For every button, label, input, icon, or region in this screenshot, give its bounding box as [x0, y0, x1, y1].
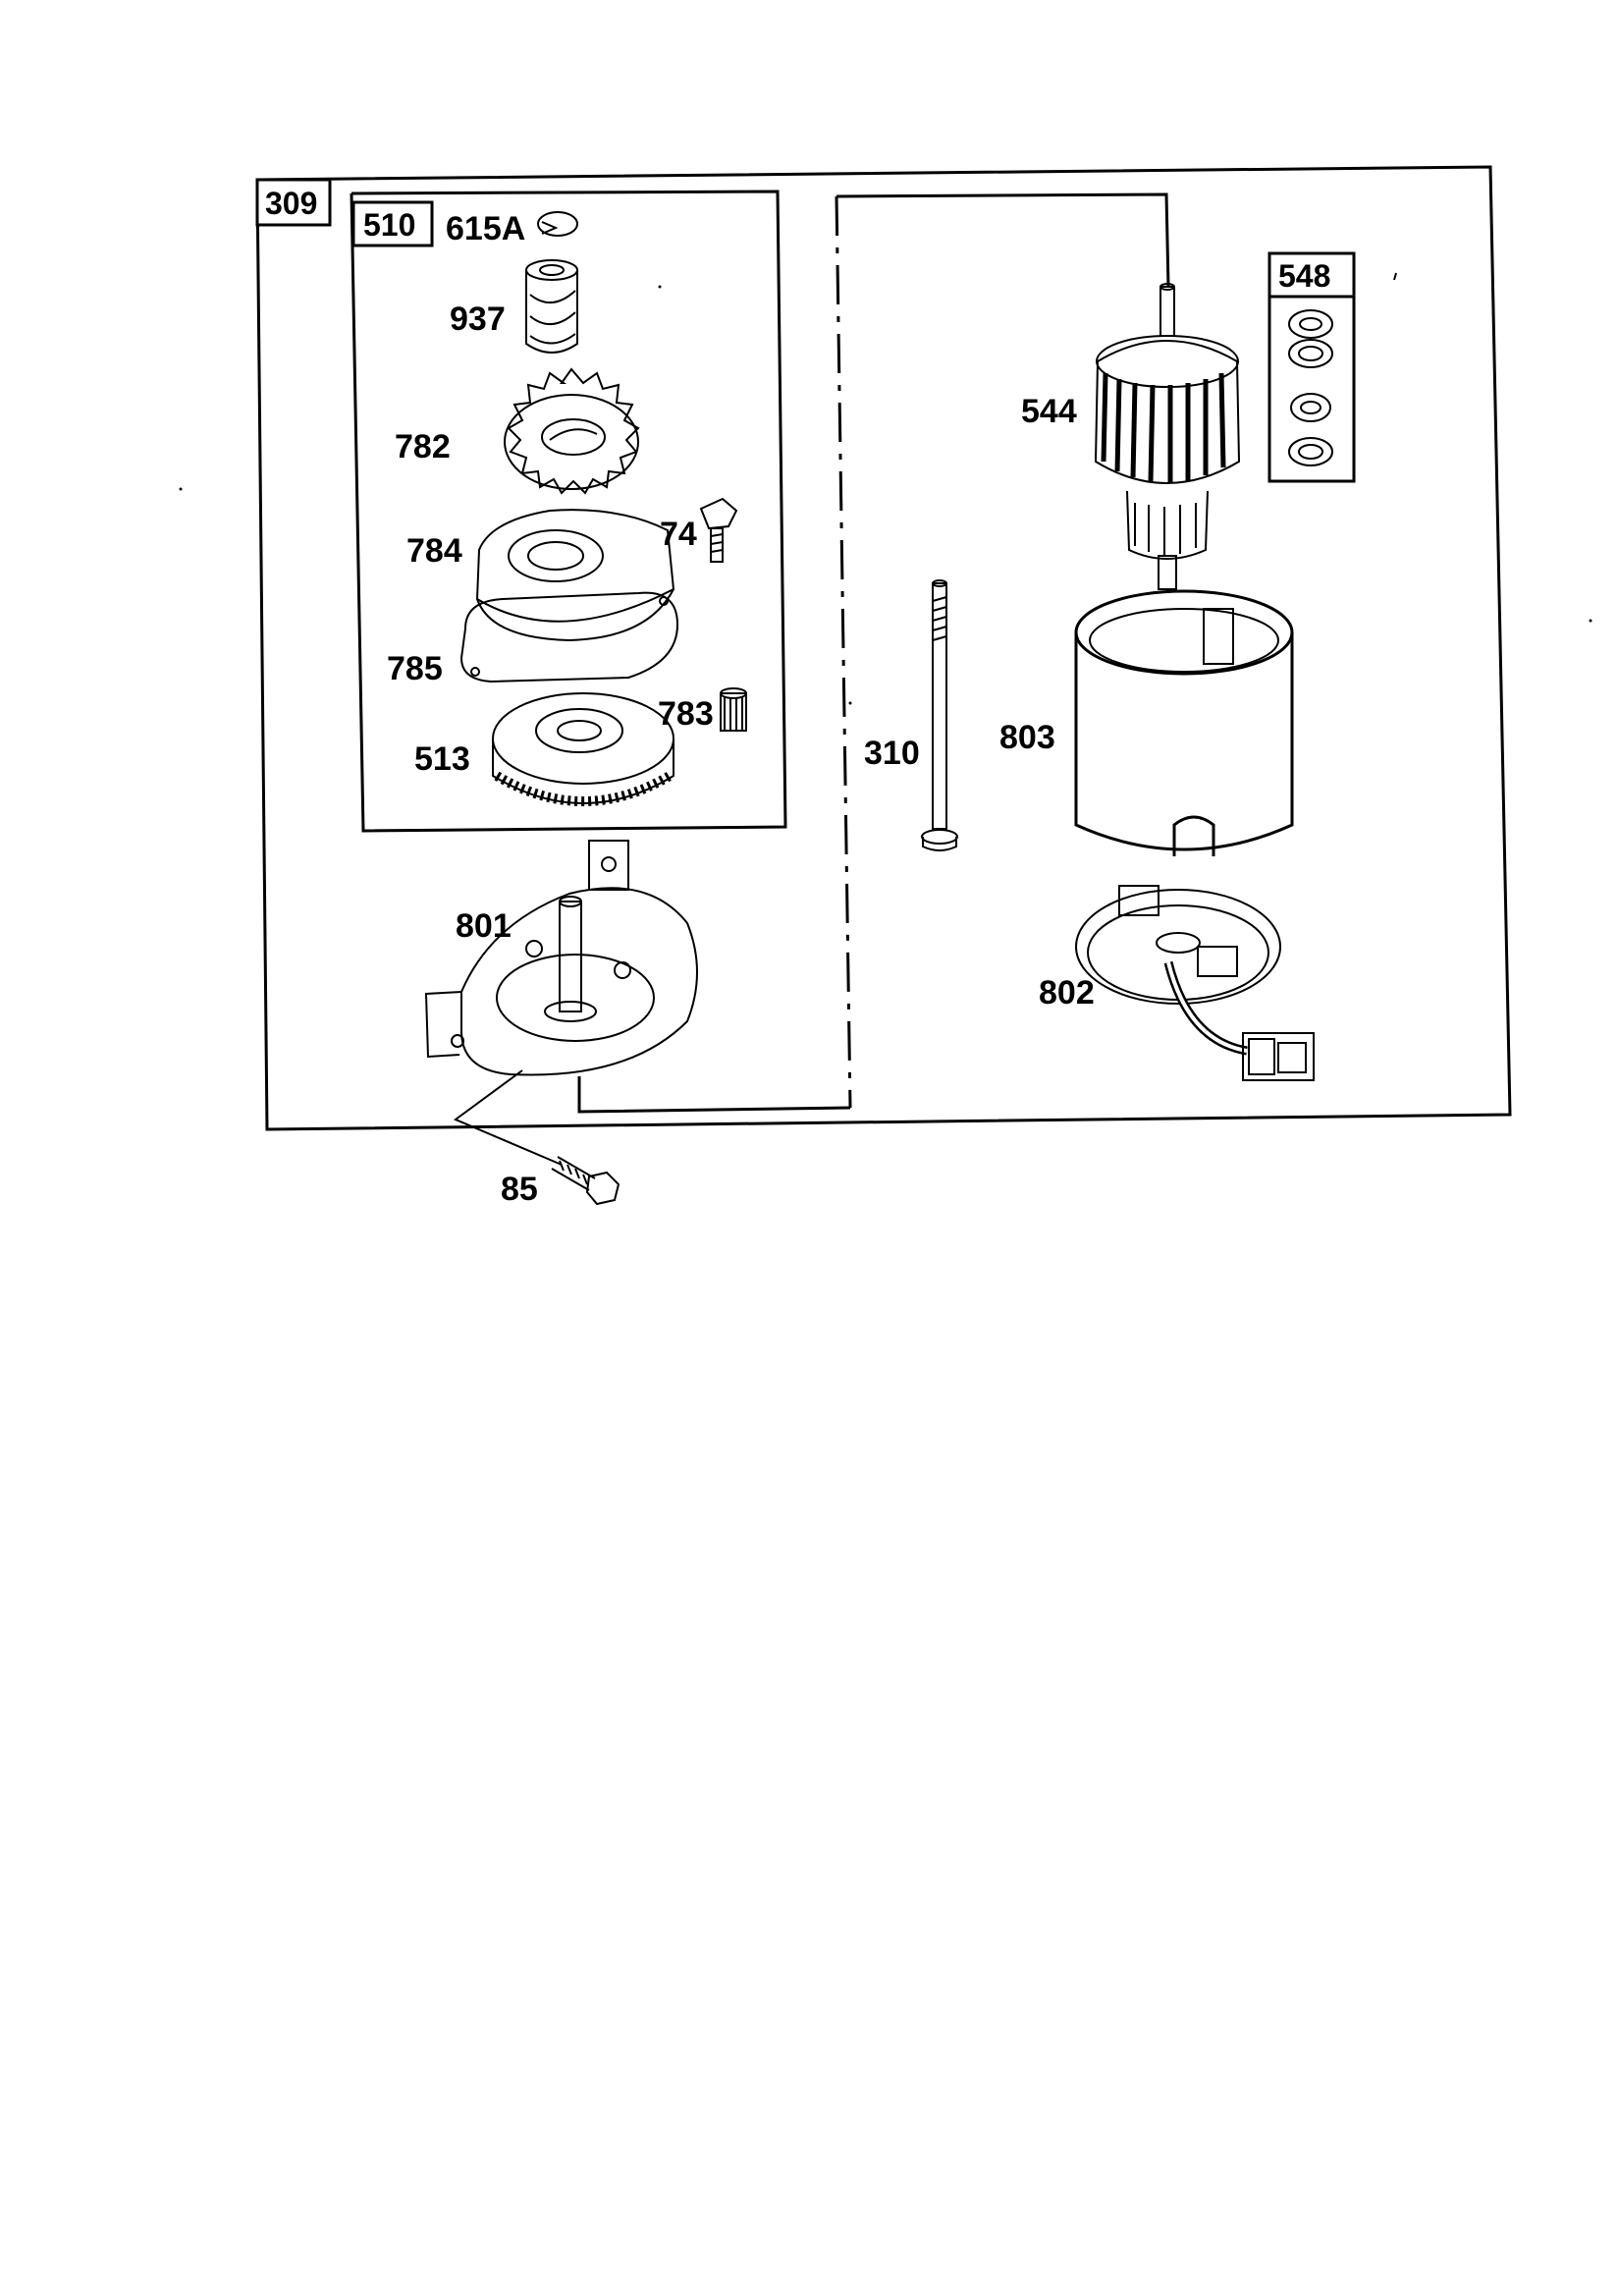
- part-label-85: 85: [501, 1171, 538, 1208]
- part-label-783: 783: [658, 695, 714, 733]
- kit-frame-510: 510: [350, 190, 787, 833]
- motor-housing-icon: [1074, 589, 1294, 856]
- washer-icon: [1288, 309, 1333, 466]
- armature-icon: [1094, 283, 1241, 590]
- brush-plate-icon: [1075, 885, 1315, 1081]
- scan-marks: [179, 285, 1592, 705]
- connector-lines: [577, 192, 1397, 1114]
- part-label-937: 937: [450, 301, 506, 338]
- bolt-icon: [453, 1069, 620, 1206]
- through-bolt-icon: [921, 579, 958, 851]
- part-label-513: 513: [414, 740, 470, 778]
- small-gear-icon: [720, 687, 747, 732]
- part-label-785: 785: [387, 650, 443, 687]
- part-label-544: 544: [1021, 393, 1077, 430]
- part-label-802: 802: [1039, 974, 1095, 1011]
- part-label-782: 782: [395, 428, 451, 465]
- label-510: 510: [363, 207, 415, 243]
- part-label-784: 784: [406, 532, 462, 570]
- part-label-74: 74: [660, 516, 697, 553]
- ring-gear-icon: [492, 692, 674, 806]
- label-548: 548: [1278, 258, 1330, 294]
- label-309: 309: [265, 186, 317, 221]
- assembly-frame-309: 309: [255, 165, 1512, 1131]
- screw-icon: [699, 497, 738, 563]
- helix-sleeve-icon: [525, 259, 578, 354]
- part-label-803: 803: [999, 719, 1055, 756]
- pinion-gear-icon: [504, 367, 640, 495]
- gasket-icon: [459, 591, 679, 683]
- part-label-310: 310: [864, 735, 920, 772]
- gear-cover-icon: [475, 509, 675, 642]
- part-label-615A: 615A: [446, 210, 525, 247]
- clip-ring-icon: [537, 211, 578, 237]
- end-cap-icon: [424, 840, 698, 1076]
- kit-frame-548: 548: [1267, 251, 1356, 483]
- part-label-801: 801: [456, 907, 512, 945]
